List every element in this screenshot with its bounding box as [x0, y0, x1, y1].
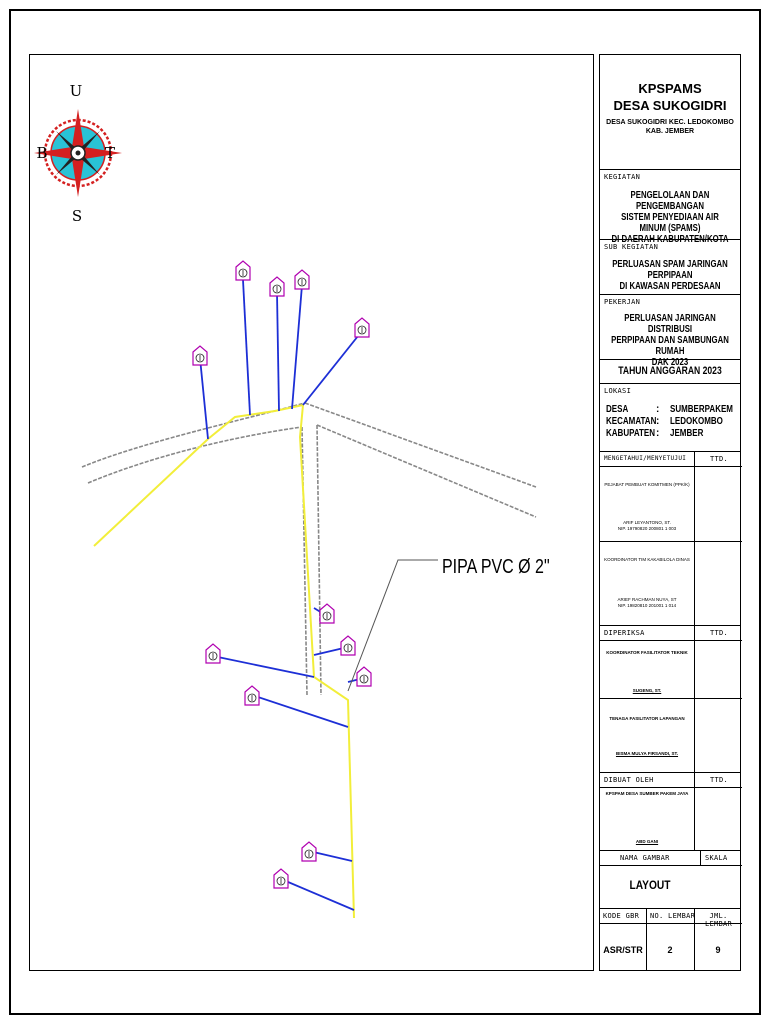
mengetahui-section: MENGETAHUI/MENYETUJUI TTD. PEJABAT PEMBU… — [600, 451, 742, 625]
sub-kegiatan-line-1: PERLUASAN SPAM JARINGAN PERPIPAAN — [612, 259, 728, 281]
lokasi-value: SUMBERPAKEM — [670, 404, 733, 415]
house-icon — [273, 868, 289, 889]
koordinator-teknik-role: KOORDINATOR FASILITATOR TEKNIK — [606, 650, 688, 655]
kegiatan-label: KEGIATAN — [604, 173, 641, 181]
kegiatan-section: KEGIATAN PENGELOLAAN DAN PENGEMBANGAN SI… — [600, 169, 740, 245]
pekerjaan-text: PERLUASAN JARINGAN DISTRIBUSI PERPIPAAN … — [590, 313, 750, 368]
kpspam-name: ABD GANI — [635, 839, 659, 844]
mengetahui-label: MENGETAHUI/MENYETUJUI — [604, 455, 687, 462]
lokasi-value: JEMBER — [670, 428, 704, 439]
house-icon — [269, 276, 285, 297]
tfl-role: TENAGA FASILITATOR LAPANGAN — [609, 716, 685, 721]
no-lembar-label: NO. LEMBAR — [650, 912, 696, 920]
tfl-name: BISMA MULYA FIRSANDI, ST. — [615, 751, 679, 756]
drawing-sheet — [9, 9, 761, 1015]
lokasi-row: KECAMATAN: LEDOKOMBO — [606, 416, 738, 428]
roads — [81, 402, 537, 696]
pekerjaan-line-3: DAK 2023 — [651, 357, 689, 368]
drawing-area: U S B T — [29, 54, 594, 971]
ppk-nip: NIP. 19790820 200801 1 003 — [617, 526, 677, 531]
org-name-2: DESA SUKOGIDRI — [613, 98, 727, 113]
pekerjaan-label: PEKERJAN — [604, 298, 641, 306]
org-address-1: DESA SUKOGIDRI KEC. LEDOKOMBO — [606, 119, 734, 126]
lokasi-sep: : — [656, 404, 660, 415]
lokasi-section: LOKASI DESA: SUMBERPAKEM KECAMATAN: LEDOKOM… — [600, 383, 740, 451]
pipe-label: PIPA PVC Ø 2" — [442, 555, 550, 577]
kegiatan-text: PENGELOLAAN DAN PENGEMBANGAN SISTEM PENY… — [590, 190, 750, 245]
ttd-label-3: TTD. — [710, 776, 729, 784]
dibuat-section: DIBUAT OLEH TTD. KPSPAM DESA SUMBER PAKE… — [600, 772, 742, 850]
tahun-anggaran: TAHUN ANGGARAN 2023 — [618, 365, 722, 377]
lokasi-key: KECAMATAN — [606, 416, 657, 427]
house-icon — [294, 269, 310, 290]
lokasi-key: DESA — [606, 404, 629, 415]
skala-label: SKALA — [705, 854, 728, 862]
org-name-1: KPSPAMS — [638, 81, 702, 96]
house-icon — [235, 260, 251, 281]
houses — [192, 260, 372, 889]
org-address-2: KAB. JEMBER — [645, 128, 695, 135]
sub-kegiatan-text: PERLUASAN SPAM JARINGAN PERPIPAAN DI KAW… — [590, 259, 750, 292]
compass-east-label: T — [105, 144, 115, 162]
ppk-role: PEJABAT PEMBUAT KOMITMEN (PPK/K) — [604, 482, 690, 487]
kode-gbr: ASR/STR — [603, 945, 643, 955]
house-icon — [354, 317, 370, 338]
org-header: KPSPAMS DESA SUKOGIDRI DESA SUKOGIDRI KE… — [600, 55, 740, 169]
kode-label: KODE GBR — [603, 912, 640, 920]
ttd-label-2: TTD. — [710, 629, 729, 637]
kode-section: KODE GBR NO. LEMBAR JML. LEMBAR ASR/STR … — [600, 908, 742, 970]
nama-gambar-section: NAMA GAMBAR SKALA LAYOUT — [600, 850, 742, 908]
koordinator-role: KOORDINATOR TIM KAKABILOLA DINAS — [604, 557, 690, 562]
lokasi-key: KABUPATEN — [606, 428, 656, 439]
diperiksa-section: DIPERIKSA TTD. KOORDINATOR FASILITATOR T… — [600, 625, 742, 772]
lokasi-row: KABUPATEN: JEMBER — [606, 428, 738, 440]
kegiatan-line-1: PENGELOLAAN DAN PENGEMBANGAN — [630, 190, 710, 212]
nama-gambar: LAYOUT — [629, 878, 671, 892]
koordinator-teknik-name: SUGENG, ST. — [632, 688, 662, 693]
pekerjaan-line-2: PERPIPAAN DAN SAMBUNGAN RUMAH — [611, 335, 729, 357]
dibuat-label: DIBUAT OLEH — [604, 776, 654, 784]
compass-north-label: U — [70, 82, 83, 100]
service-connections — [199, 279, 365, 911]
lokasi-value: LEDOKOMBO — [670, 416, 723, 427]
sub-kegiatan-line-2: DI KAWASAN PERDESAAN — [619, 281, 721, 292]
house-icon — [340, 635, 356, 656]
compass-south-label: S — [72, 207, 82, 225]
pekerjaan-line-1: PERLUASAN JARINGAN DISTRIBUSI — [624, 313, 716, 335]
house-icon — [301, 841, 317, 862]
koordinator-name: ARIEF RACHMAN NUYA, ST — [617, 597, 677, 602]
sub-kegiatan-label: SUB KEGIATAN — [604, 243, 659, 251]
diperiksa-label: DIPERIKSA — [604, 629, 645, 637]
sub-kegiatan-section: SUB KEGIATAN PERLUASAN SPAM JARINGAN PER… — [600, 239, 740, 294]
house-icon — [192, 345, 208, 366]
ttd-label-1: TTD. — [710, 455, 729, 463]
title-block: KPSPAMS DESA SUKOGIDRI DESA SUKOGIDRI KE… — [599, 54, 742, 971]
kegiatan-line-2: SISTEM PENYEDIAAN AIR MINUM (SPAMS) — [621, 212, 719, 234]
tahun-section: TAHUN ANGGARAN 2023 — [600, 359, 740, 383]
layout-plan: U S B T — [34, 82, 550, 919]
lokasi-row: DESA: SUMBERPAKEM — [606, 404, 738, 416]
jml-lembar-label: JML. LEMBAR — [704, 912, 733, 928]
ppk-name: ARIF LEYANTONO, ST. — [623, 520, 671, 525]
koordinator-nip: NIP. 19820810 201001 1 014 — [617, 603, 677, 608]
lokasi-sep: : — [656, 428, 660, 439]
main-pipe — [93, 403, 355, 919]
kpspam-role: KPSPAM DESA SUMBER PAKEM JAYA — [605, 791, 689, 796]
label-leader — [347, 559, 438, 692]
compass-west-label: B — [36, 144, 47, 162]
compass-rose: U S B T — [34, 82, 122, 225]
house-icon — [319, 603, 335, 624]
house-icon — [356, 666, 372, 687]
house-icon — [205, 643, 221, 664]
lokasi-label: LOKASI — [604, 387, 632, 395]
pekerjaan-section: PEKERJAN PERLUASAN JARINGAN DISTRIBUSI P… — [600, 294, 740, 368]
no-lembar: 2 — [667, 945, 673, 955]
jml-lembar: 9 — [715, 945, 721, 955]
house-icon — [244, 685, 260, 706]
lokasi-sep: : — [656, 416, 660, 427]
nama-gambar-label: NAMA GAMBAR — [620, 854, 670, 862]
